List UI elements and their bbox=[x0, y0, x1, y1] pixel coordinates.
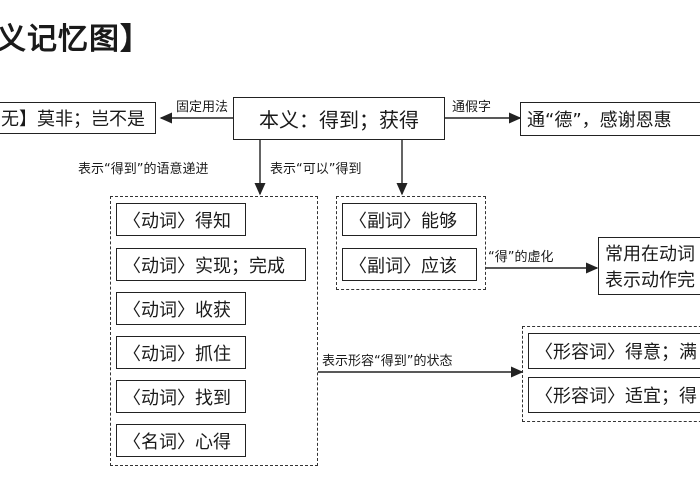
adverb-item: 〈副词〉应该 bbox=[342, 248, 477, 281]
label-means-can: 表示“可以”得到 bbox=[270, 162, 362, 177]
label-semantic-progression: 表示“得到”的语意递进 bbox=[78, 162, 209, 177]
adverb-group bbox=[336, 196, 486, 290]
adjective-group bbox=[522, 326, 700, 422]
particle-line: 表示动作完 bbox=[605, 270, 695, 291]
label-fixed-usage: 固定用法 bbox=[176, 100, 229, 115]
particle-box: 常用在动词 表示动作完 bbox=[598, 237, 700, 295]
adjective-item: 〈形容词〉适宜；得 bbox=[528, 377, 700, 413]
verb-item: 〈动词〉找到 bbox=[116, 380, 246, 413]
label-adjective-state: 表示形容“得到”的状态 bbox=[322, 354, 453, 369]
left-meaning-box: 无】莫非；岂不是 bbox=[0, 102, 156, 134]
adverb-item: 〈副词〉能够 bbox=[342, 203, 477, 236]
verb-item: 〈动词〉收获 bbox=[116, 292, 246, 325]
verb-group bbox=[110, 196, 318, 466]
central-meaning-box: 本义：得到；获得 bbox=[233, 97, 445, 140]
verb-item: 〈动词〉实现；完成 bbox=[116, 248, 306, 281]
particle-line: 常用在动词 bbox=[605, 244, 695, 265]
adjective-item: 〈形容词〉得意；满 bbox=[528, 333, 700, 369]
verb-item: 〈动词〉抓住 bbox=[116, 336, 246, 369]
noun-item: 〈名词〉心得 bbox=[116, 424, 246, 457]
label-tongjiazi: 通假字 bbox=[452, 100, 492, 115]
right-meaning-box: 通“德”，感谢恩惠 bbox=[520, 102, 700, 136]
label-virtualization: “得”的虚化 bbox=[488, 250, 554, 265]
diagram-title: 义记忆图】 bbox=[0, 22, 151, 57]
verb-item: 〈动词〉得知 bbox=[116, 203, 246, 236]
